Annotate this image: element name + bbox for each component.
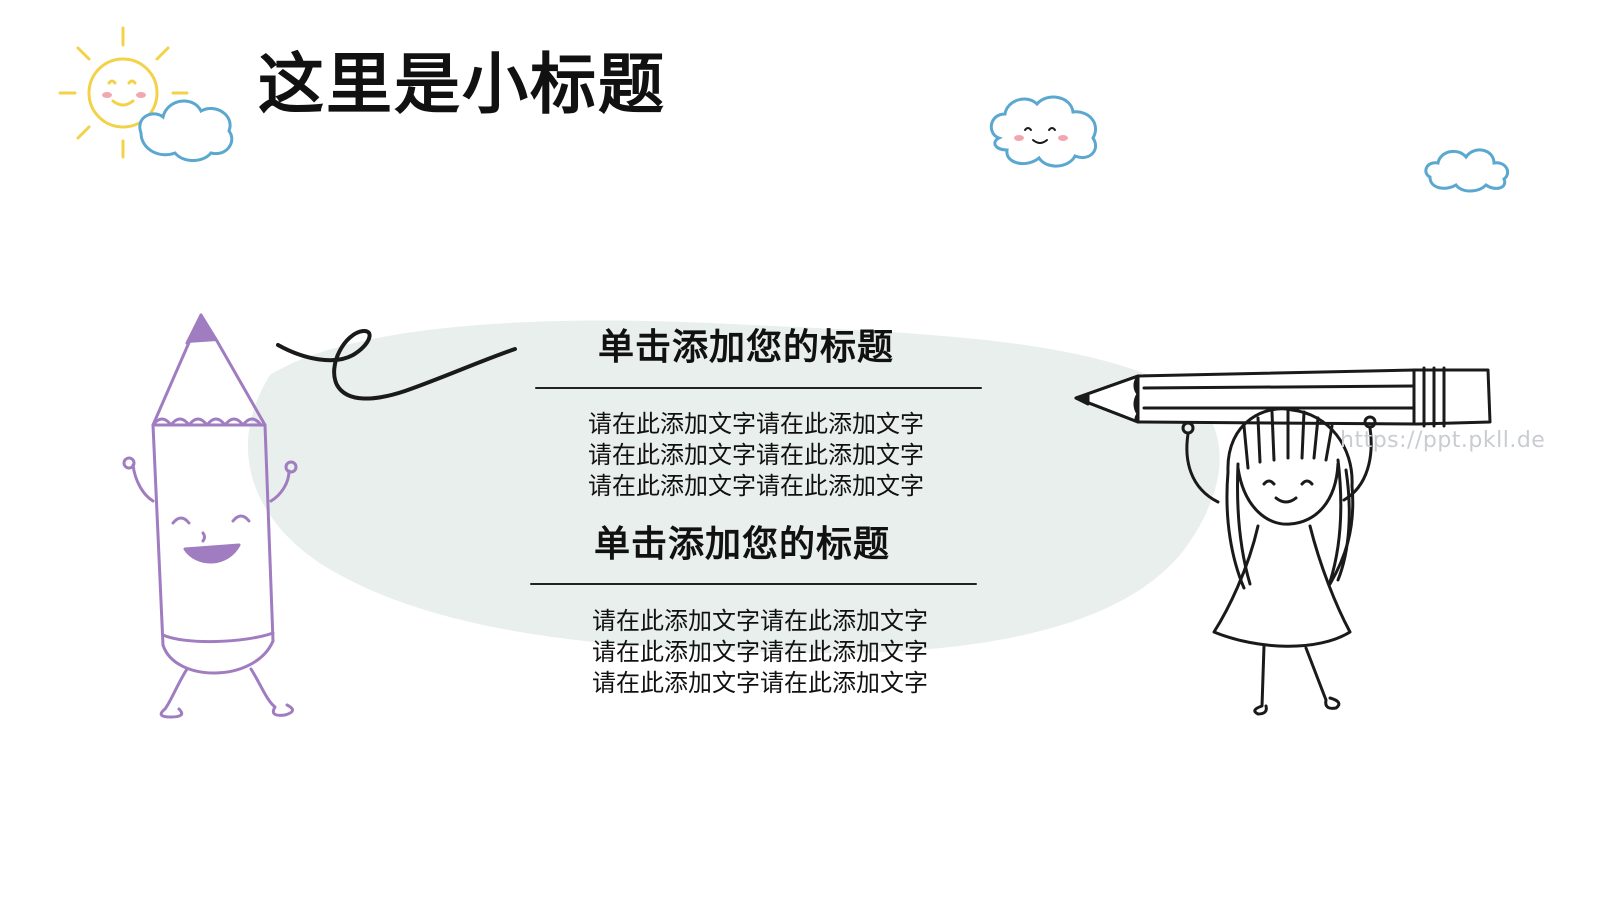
squiggle-line-icon [276, 329, 517, 401]
paragraph-line: 请在此添加文字请在此添加文字 [588, 472, 924, 500]
paragraph-line: 请在此添加文字请在此添加文字 [588, 441, 924, 469]
paragraph-line: 请在此添加文字请在此添加文字 [592, 669, 928, 697]
smiling-cloud-icon [989, 95, 1098, 168]
pencil-character-icon [122, 313, 298, 719]
page-title: 这里是小标题 [258, 46, 666, 123]
section-heading: 单击添加您的标题 [598, 327, 895, 368]
section-paragraph: 请在此添加文字请在此添加文字 请在此添加文字请在此添加文字 请在此添加文字请在此… [560, 409, 952, 502]
watermark: https://ppt.pkll.de [1340, 428, 1546, 453]
sun-icon [58, 26, 234, 162]
section-divider [530, 583, 977, 585]
section-divider [535, 387, 982, 389]
paragraph-line: 请在此添加文字请在此添加文字 [592, 638, 928, 666]
background-blob [247, 320, 1220, 654]
section-paragraph: 请在此添加文字请在此添加文字 请在此添加文字请在此添加文字 请在此添加文字请在此… [564, 606, 956, 699]
section-heading: 单击添加您的标题 [594, 524, 891, 565]
paragraph-line: 请在此添加文字请在此添加文字 [592, 607, 928, 635]
cloud-icon [1424, 148, 1510, 193]
paragraph-line: 请在此添加文字请在此添加文字 [588, 410, 924, 438]
girl-holding-pencil-icon [1074, 366, 1492, 716]
